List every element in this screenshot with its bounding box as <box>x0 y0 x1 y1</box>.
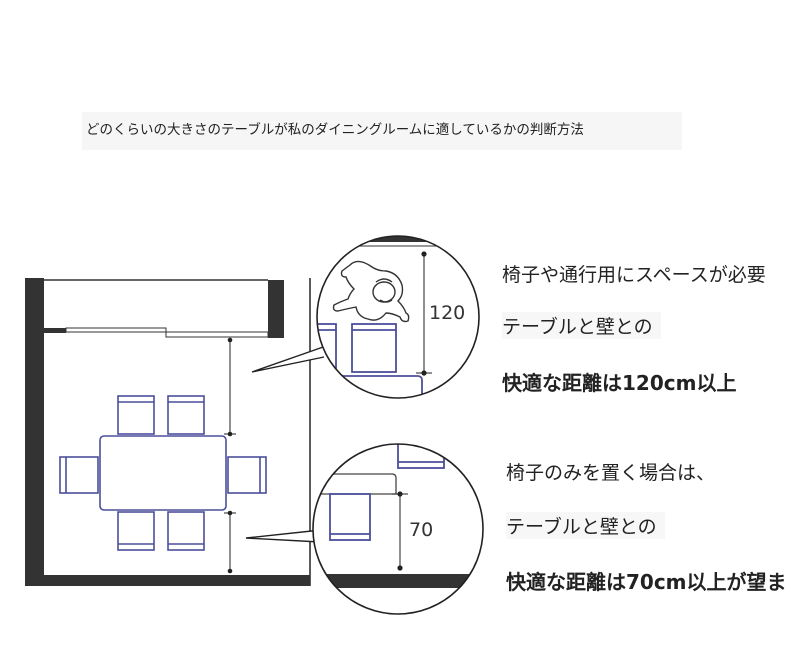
page-title: どのくらいの大きさのテーブルが私のダイニングルームに適しているかの判断方法 <box>82 112 682 150</box>
window-left <box>44 328 66 333</box>
lower-dimension-label: 70 <box>409 519 433 541</box>
upper-note-line3: 快適な距離は120cm以上 <box>502 371 737 395</box>
bottom-wall <box>25 575 310 586</box>
upper-dimension-label: 120 <box>429 302 465 324</box>
upper-note-line1: 椅子や通行用にスペースが必要 <box>502 264 766 286</box>
window-sash-a <box>65 327 167 333</box>
right-wall-pillar <box>268 280 284 338</box>
lower-callout-pointer <box>245 529 322 543</box>
person-icon <box>332 260 410 323</box>
dining-table <box>99 435 227 511</box>
left-wall <box>25 278 44 586</box>
lower-note-line2: テーブルと壁との <box>506 512 665 539</box>
lower-note-line1: 椅子のみを置く場合は、 <box>506 462 716 484</box>
upper-zoom-circle <box>316 235 480 399</box>
upper-note-line2: テーブルと壁との <box>502 312 661 339</box>
window-sash-b <box>165 331 269 338</box>
upper-callout-pointer <box>251 345 327 373</box>
lower-zoom-circle <box>312 443 484 615</box>
lower-note-line3: 快適な距離は70cm以上が望ま <box>506 570 787 594</box>
room-plan <box>25 278 311 586</box>
